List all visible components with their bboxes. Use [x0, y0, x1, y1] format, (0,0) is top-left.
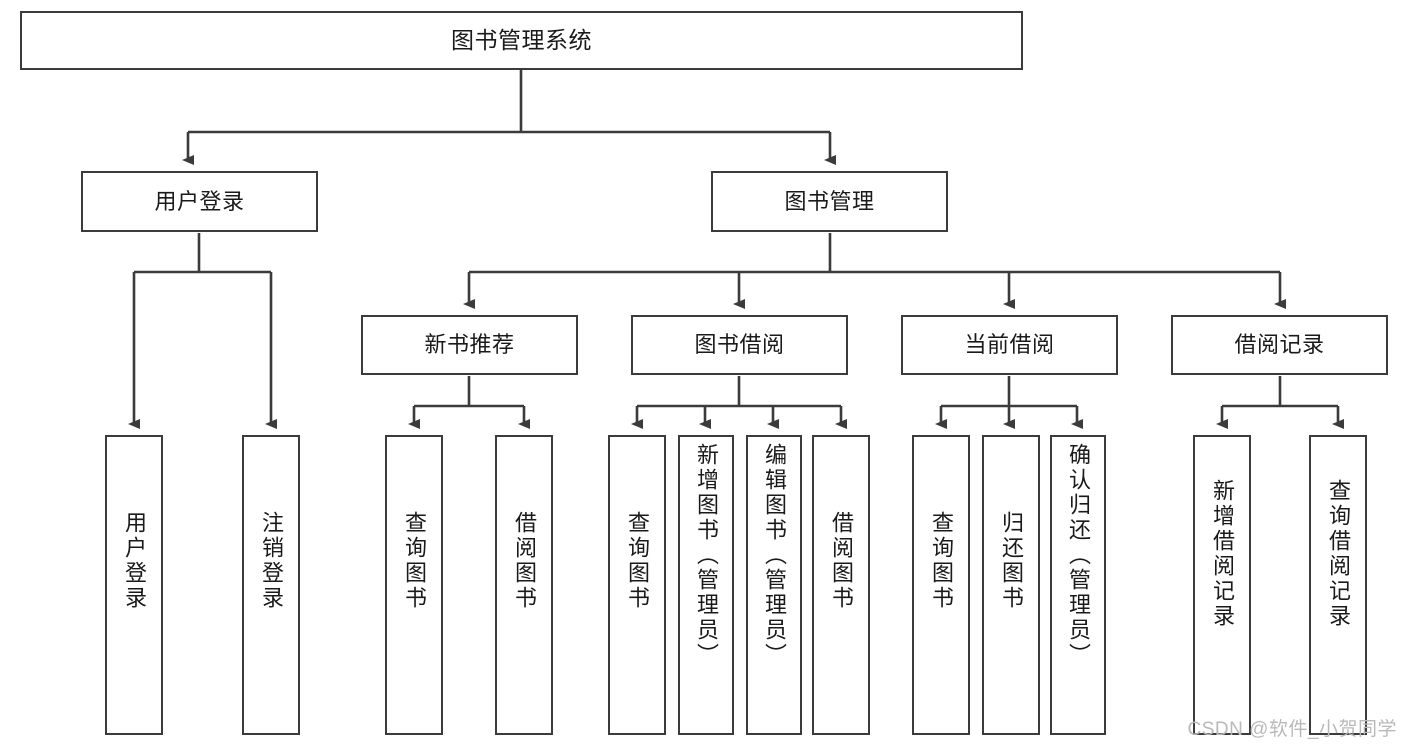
node-leaf-borrow-record-add[interactable]: 新增借阅记录 [1193, 435, 1251, 735]
node-root-system-label: 图书管理系统 [451, 26, 592, 53]
node-user-login[interactable]: 用户登录 [81, 171, 318, 232]
node-leaf-book-borrow-borrow[interactable]: 借阅图书 [812, 435, 870, 735]
node-leaf-book-borrow-add[interactable]: 新增图书（管理员） [678, 435, 734, 735]
node-leaf-current-borrow-query-label: 查询图书 [929, 511, 954, 611]
node-user-login-label: 用户登录 [154, 188, 245, 214]
node-leaf-borrow-record-query-label: 查询借阅记录 [1326, 479, 1351, 629]
node-leaf-new-book-query[interactable]: 查询图书 [385, 435, 443, 735]
node-book-management-label: 图书管理 [784, 188, 875, 214]
node-root-system[interactable]: 图书管理系统 [20, 11, 1023, 70]
node-leaf-borrow-record-query[interactable]: 查询借阅记录 [1309, 435, 1367, 735]
node-current-borrow[interactable]: 当前借阅 [901, 315, 1118, 375]
node-leaf-current-borrow-query[interactable]: 查询图书 [912, 435, 970, 735]
node-leaf-book-borrow-add-label: 新增图书（管理员） [694, 443, 719, 668]
node-leaf-current-borrow-confirm[interactable]: 确认归还（管理员） [1050, 435, 1106, 735]
node-leaf-book-borrow-query-label: 查询图书 [625, 511, 650, 611]
node-leaf-current-borrow-confirm-label: 确认归还（管理员） [1066, 443, 1091, 668]
node-new-book-recommend[interactable]: 新书推荐 [361, 315, 578, 375]
node-leaf-user-login-login[interactable]: 用户登录 [105, 435, 163, 735]
node-leaf-user-login-logout[interactable]: 注销登录 [242, 435, 300, 735]
node-book-management[interactable]: 图书管理 [711, 171, 948, 232]
node-leaf-borrow-record-add-label: 新增借阅记录 [1210, 479, 1235, 629]
node-new-book-recommend-label: 新书推荐 [424, 332, 515, 358]
node-leaf-user-login-login-label: 用户登录 [122, 511, 147, 611]
node-leaf-book-borrow-borrow-label: 借阅图书 [829, 511, 854, 611]
node-leaf-book-borrow-edit[interactable]: 编辑图书（管理员） [746, 435, 802, 735]
node-leaf-user-login-logout-label: 注销登录 [259, 511, 284, 611]
node-book-borrow[interactable]: 图书借阅 [631, 315, 848, 375]
node-leaf-new-book-borrow[interactable]: 借阅图书 [495, 435, 553, 735]
node-leaf-book-borrow-edit-label: 编辑图书（管理员） [762, 443, 787, 668]
node-leaf-new-book-query-label: 查询图书 [402, 511, 427, 611]
node-borrow-record[interactable]: 借阅记录 [1171, 315, 1388, 375]
node-leaf-current-borrow-return[interactable]: 归还图书 [982, 435, 1040, 735]
watermark-text: CSDN @软件_小贺同学 [1187, 719, 1397, 740]
node-leaf-current-borrow-return-label: 归还图书 [999, 511, 1024, 611]
node-borrow-record-label: 借阅记录 [1234, 332, 1325, 358]
node-book-borrow-label: 图书借阅 [694, 332, 785, 358]
node-leaf-new-book-borrow-label: 借阅图书 [512, 511, 537, 611]
node-leaf-book-borrow-query[interactable]: 查询图书 [608, 435, 666, 735]
node-current-borrow-label: 当前借阅 [964, 332, 1055, 358]
